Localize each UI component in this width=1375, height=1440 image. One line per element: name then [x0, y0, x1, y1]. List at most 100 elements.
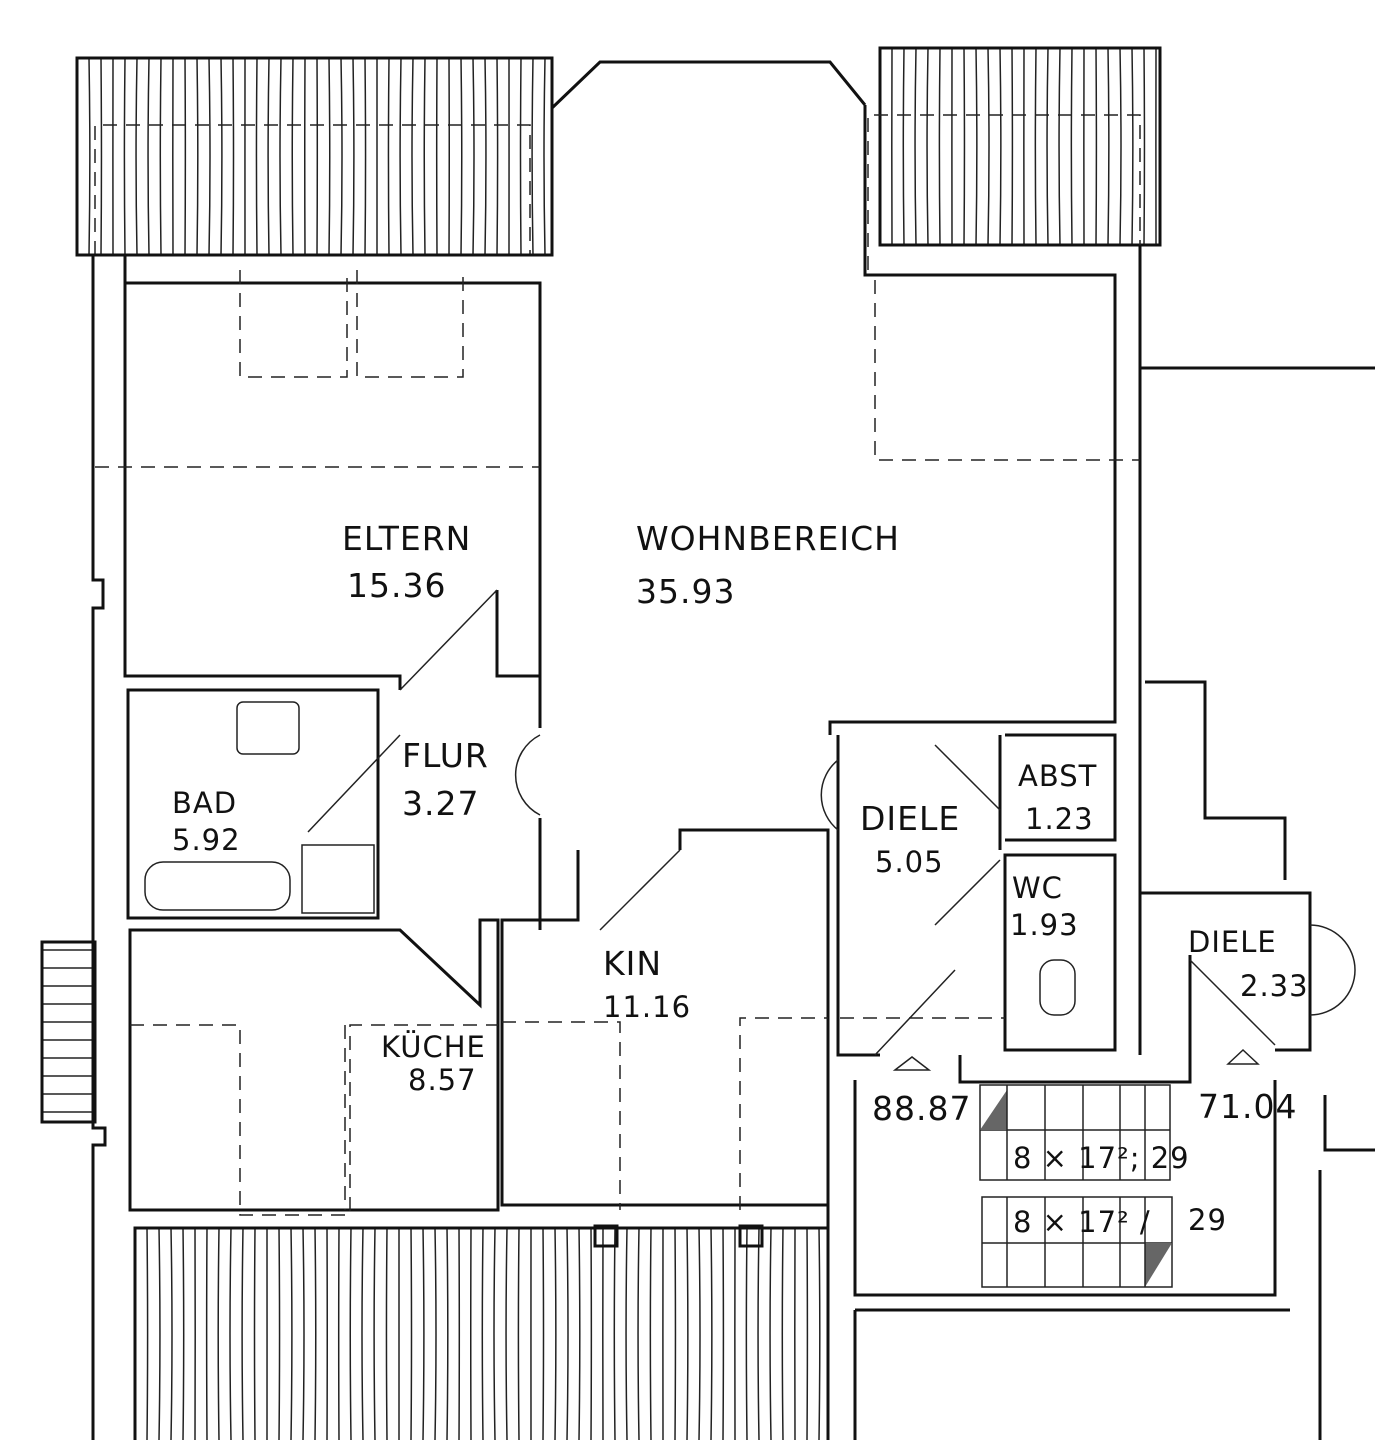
- hatch-line: [999, 47, 1002, 246]
- wall-kueche: [128, 918, 500, 1212]
- hatch-line: [434, 1227, 437, 1440]
- hatch-line: [88, 57, 91, 256]
- hatch-line: [253, 1227, 256, 1440]
- wall-kin: [500, 676, 830, 1207]
- wall-diele: [836, 733, 1117, 1057]
- hatch-line: [267, 57, 270, 256]
- hatch-line: [158, 1227, 161, 1440]
- hatch-line: [542, 1227, 545, 1440]
- hatch-line: [1070, 47, 1073, 246]
- hatch-line: [423, 57, 426, 256]
- wall-eltern: [123, 281, 542, 690]
- hatch-line: [566, 1227, 569, 1440]
- door-swing: [307, 734, 401, 833]
- hatch-line: [399, 57, 402, 256]
- door-swing: [599, 849, 681, 931]
- hatch-line: [698, 1227, 701, 1440]
- hatch-line: [1119, 47, 1122, 246]
- hatch-line: [649, 1227, 652, 1440]
- stair-upper-label: 8 × 17²; 29: [1013, 1141, 1190, 1175]
- hatch-line: [328, 57, 331, 256]
- door-arc: [820, 759, 839, 831]
- hatch-line: [987, 47, 990, 246]
- room-area-eltern: 15.36: [347, 566, 446, 605]
- hatch-line: [229, 1227, 232, 1440]
- hatch-line: [255, 57, 258, 256]
- hatch-line: [505, 1227, 508, 1440]
- hatch-line: [147, 57, 150, 256]
- room-name-flur: FLUR: [402, 736, 489, 775]
- hatch-line: [182, 1227, 185, 1440]
- shower: [301, 844, 375, 914]
- wall-right-unit: [1318, 1095, 1375, 1440]
- room-name-bad: BAD: [172, 786, 237, 820]
- hatch-line: [422, 1227, 425, 1440]
- bathtub: [144, 861, 291, 911]
- hatch-line: [352, 57, 355, 256]
- hatch-line: [484, 57, 487, 256]
- room-area-kueche: 8.57: [408, 1063, 477, 1097]
- room-name-abst: ABST: [1018, 759, 1097, 793]
- hatch-line: [290, 1227, 293, 1440]
- hatch-line: [279, 57, 282, 256]
- hatch-line: [517, 1227, 520, 1440]
- hatch-line: [531, 57, 534, 256]
- hatch-line: [914, 47, 917, 246]
- room-area-wohnbereich: 35.93: [636, 572, 735, 611]
- wall-stairwell: [853, 1055, 1277, 1297]
- hatch-line: [410, 1227, 413, 1440]
- door-swing: [874, 859, 1001, 1056]
- wall-diele2: [1140, 891, 1312, 1055]
- room-area-wc: 1.93: [1010, 908, 1079, 942]
- outer-wall-right: [1138, 245, 1375, 1055]
- hatch-line: [387, 57, 390, 256]
- hatch-line: [364, 57, 367, 256]
- room-name-diele2: DIELE: [1188, 925, 1277, 959]
- door-arc: [514, 734, 541, 816]
- hatch-line: [446, 1227, 449, 1440]
- hatch-line: [123, 57, 126, 256]
- roof-window: [95, 270, 540, 468]
- stair-lower-label: 8 × 17² /: [1013, 1205, 1151, 1239]
- level-marker-icon: [892, 1056, 932, 1071]
- hatch-line: [519, 57, 522, 256]
- hatch-line: [493, 1227, 496, 1440]
- wall-pillar: [738, 1224, 764, 1248]
- staircase: [979, 1084, 1173, 1288]
- hatch-line: [818, 1227, 821, 1440]
- hatch-line: [302, 1227, 305, 1440]
- hatch-line: [278, 1227, 281, 1440]
- hatch-line: [578, 1227, 581, 1440]
- wall-bad: [126, 688, 380, 920]
- hatch-line: [1058, 47, 1061, 246]
- roof-line-kin: [502, 1017, 828, 1210]
- hatch-line: [613, 1227, 616, 1440]
- outer-wall-top: [93, 105, 1117, 735]
- washbasin: [236, 701, 300, 755]
- room-area-bad: 5.92: [172, 823, 241, 857]
- hatch-line: [373, 1227, 376, 1440]
- hatch-line: [496, 57, 499, 256]
- hatch-line: [472, 57, 475, 256]
- room-name-diele: DIELE: [860, 799, 960, 838]
- hatch-line: [385, 1227, 388, 1440]
- room-area-kin: 11.16: [603, 990, 691, 1024]
- wall-bottom: [826, 1205, 1290, 1440]
- room-name-eltern: ELTERN: [342, 519, 471, 558]
- hatch-line: [637, 1227, 640, 1440]
- hatch-line: [340, 57, 343, 256]
- hatch-line: [757, 1227, 760, 1440]
- room-name-wohnbereich: WOHNBEREICH: [636, 519, 900, 558]
- hatch-line: [1046, 47, 1049, 246]
- room-name-kueche: KÜCHE: [381, 1030, 486, 1064]
- stair-lower-tread: 29: [1188, 1203, 1227, 1237]
- hatch-line: [135, 57, 138, 256]
- hatch-line: [625, 1227, 628, 1440]
- hatch-line: [361, 1227, 364, 1440]
- hatch-line: [159, 57, 162, 256]
- balcony-top-right: [878, 46, 1162, 247]
- level-marker-icon: [1226, 1048, 1260, 1065]
- hatch-line: [196, 57, 199, 256]
- hatch-line: [411, 57, 414, 256]
